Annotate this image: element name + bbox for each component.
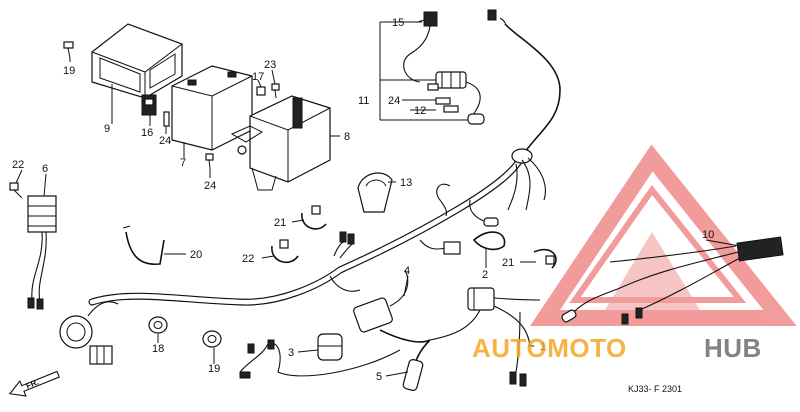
band-20-left xyxy=(125,231,165,265)
grommet-19-right xyxy=(202,330,222,348)
leader-lines xyxy=(15,19,741,377)
bolt-18 xyxy=(63,41,74,59)
callout-24-left: 24 xyxy=(159,135,171,147)
callout-5: 5 xyxy=(376,371,382,383)
callout-bracket-11 xyxy=(379,21,468,121)
callout-10: 10 xyxy=(702,229,714,241)
fuse-holder-16 xyxy=(141,94,157,116)
screw-22-top xyxy=(271,83,280,99)
callout-19-right: 19 xyxy=(208,363,220,375)
grommet-19-left xyxy=(148,316,168,334)
watermark-word-hub: HUB xyxy=(704,333,762,363)
regulator xyxy=(27,195,57,310)
main-wire-harness xyxy=(88,9,561,306)
sub-harness-lower xyxy=(239,342,401,377)
callout-4: 4 xyxy=(404,265,410,277)
fuse-label-17 xyxy=(256,86,266,96)
battery-cover xyxy=(91,23,183,99)
callout-7: 7 xyxy=(180,157,186,169)
callout-21-top: 21 xyxy=(274,217,286,229)
callout-20-right: 21 xyxy=(502,257,514,269)
ignition-coil-4 xyxy=(353,269,431,343)
callout-20-left: 20 xyxy=(190,249,202,261)
band-20-right xyxy=(533,248,557,269)
callout-labels: 15 19 23 17 11 24 12 9 16 24 8 7 22 6 24… xyxy=(12,17,714,383)
callout-15: 15 xyxy=(392,17,404,29)
battery xyxy=(171,65,253,151)
watermark-logo-icon xyxy=(530,144,797,326)
relay-cover-13 xyxy=(357,172,393,213)
fuse-24-left xyxy=(163,111,170,127)
callout-13: 13 xyxy=(400,177,412,189)
clip-2 xyxy=(472,231,506,251)
fuse-box-group xyxy=(403,11,485,125)
spark-plug-cap-5 xyxy=(402,339,431,392)
part-3 xyxy=(317,333,343,361)
callout-3: 3 xyxy=(288,347,294,359)
callout-22-top: 23 xyxy=(264,59,276,71)
callout-2: 2 xyxy=(482,269,488,281)
callout-12: 12 xyxy=(414,105,426,117)
callout-8: 8 xyxy=(344,131,350,143)
sub-harness-10 xyxy=(561,236,784,325)
callout-11: 11 xyxy=(358,95,369,107)
watermark-word-automoto: AUTOMOTO xyxy=(472,333,627,363)
ignition-switch-connector xyxy=(59,301,119,365)
drawing-code: KJ33- F 2301 xyxy=(628,384,682,394)
callout-18: 19 xyxy=(63,65,75,77)
bolt-23 xyxy=(9,182,23,199)
callout-9: 9 xyxy=(104,123,110,135)
callout-24-top: 24 xyxy=(388,95,400,107)
callout-16: 16 xyxy=(141,127,153,139)
cdi-unit-1 xyxy=(429,287,541,387)
callout-21-bottom: 22 xyxy=(242,253,254,265)
callout-6: 6 xyxy=(42,163,48,175)
battery-box xyxy=(230,95,331,191)
callout-1: 1 xyxy=(540,341,546,353)
clamp-21-bottom xyxy=(271,239,299,264)
front-arrow-label: FR. xyxy=(25,378,40,391)
watermark-text: AUTOMOTO HUB xyxy=(472,333,762,363)
callout-23: 22 xyxy=(12,159,24,171)
callout-17: 17 xyxy=(252,71,264,83)
front-direction-arrow: FR. xyxy=(8,370,60,397)
callout-22-bottom: 24 xyxy=(204,180,216,192)
callout-19-left: 18 xyxy=(152,343,164,355)
clamp-21-top xyxy=(301,205,327,230)
screw-22-bottom xyxy=(205,153,214,169)
